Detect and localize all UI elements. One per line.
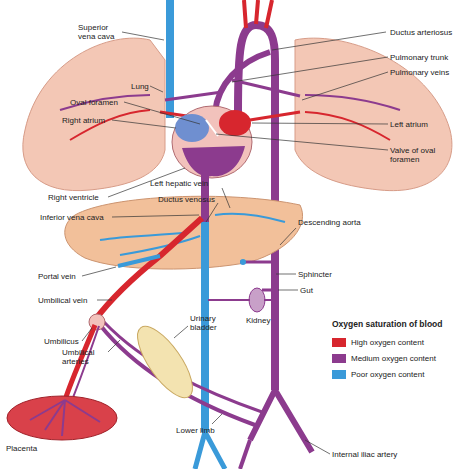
anatomy-label: Superior vena cava: [78, 23, 122, 41]
anatomy-label: Ductus arteriosus: [390, 28, 452, 37]
legend-text: Poor oxygen content: [351, 370, 424, 379]
anatomy-label: Lung: [131, 82, 149, 91]
anatomy-label: Pulmonary trunk: [390, 53, 448, 62]
anatomy-label: Valve of oval foramen: [390, 146, 440, 164]
anatomy-label: Left hepatic vein: [150, 179, 208, 188]
anatomy-label: Portal vein: [38, 272, 76, 281]
anatomy-label: Oval foramen: [70, 98, 118, 107]
anatomy-label: Umbilical vein: [38, 296, 87, 305]
anatomy-label: Gut: [300, 286, 313, 295]
anatomy-label: Right ventricle: [48, 193, 99, 202]
anatomy-label: Lower limb: [176, 426, 215, 435]
anatomy-label: Left atrium: [390, 120, 428, 129]
legend-title: Oxygen saturation of blood: [332, 320, 443, 329]
anatomy-label: Inferior vena cava: [40, 213, 104, 222]
anatomy-label: Descending aorta: [298, 218, 361, 227]
anatomy-label: Umbilical arteries: [62, 348, 108, 366]
anatomy-label: Kidney: [246, 316, 270, 325]
anatomy-label: Internal iliac artery: [332, 450, 397, 459]
anatomy-label: Placenta: [6, 444, 37, 453]
legend-swatch: [332, 338, 346, 347]
anatomy-label: Sphincter: [298, 270, 332, 279]
anatomy-label: Urinary bladder: [190, 314, 232, 332]
legend-swatch: [332, 354, 346, 363]
anatomy-label: Umbilicus: [44, 337, 79, 346]
legend-text: High oxygen content: [351, 338, 424, 347]
legend-swatch: [332, 370, 346, 379]
anatomy-label: Right atrium: [62, 116, 105, 125]
legend-text: Medium oxygen content: [351, 354, 436, 363]
anatomy-label: Ductus venosus: [158, 195, 215, 204]
anatomy-label: Pulmonary veins: [390, 68, 449, 77]
